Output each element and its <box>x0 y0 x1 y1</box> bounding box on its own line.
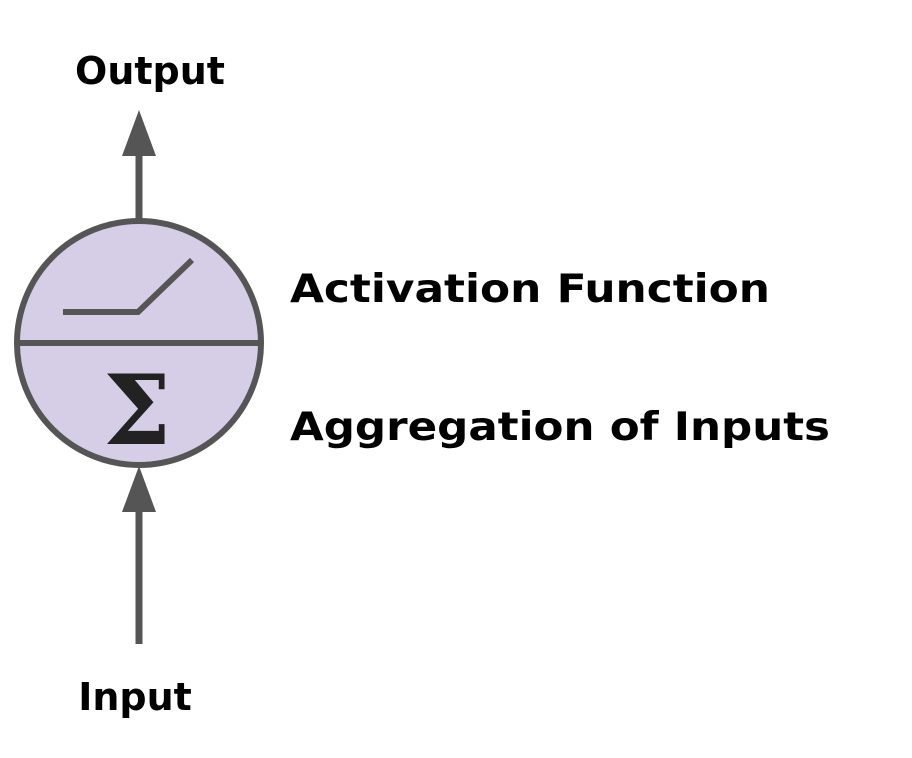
input-arrow <box>122 466 156 644</box>
relu-icon <box>63 257 195 315</box>
aggregation-label: Aggregation of Inputs <box>290 405 830 450</box>
neuron-node: Σ <box>14 218 264 468</box>
output-arrow <box>122 110 156 220</box>
output-label: Output <box>75 49 225 93</box>
input-arrowhead <box>122 466 156 512</box>
sigma-icon: Σ <box>103 354 171 467</box>
input-label: Input <box>78 675 192 719</box>
activation-function-label: Activation Function <box>290 267 770 312</box>
output-arrowhead <box>122 110 156 156</box>
